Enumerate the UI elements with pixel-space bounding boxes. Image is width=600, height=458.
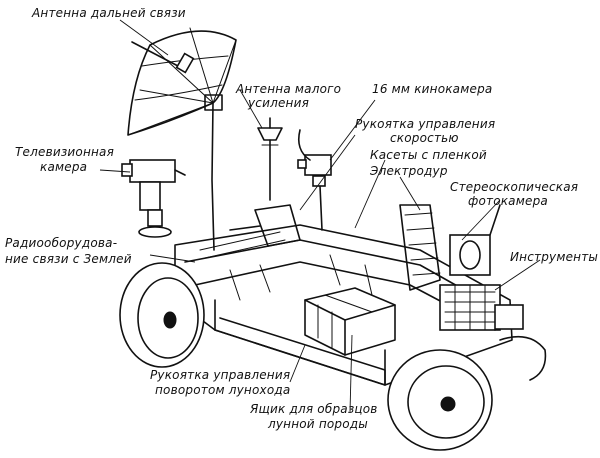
low-gain-antenna — [257, 117, 283, 201]
rear-right-wheel — [387, 349, 493, 451]
seat-frame — [229, 204, 441, 291]
label-film-cassettes: Касеты с пленкой — [370, 148, 487, 162]
rear-left-wheel — [499, 335, 547, 381]
tv-camera — [121, 159, 186, 238]
label-instruments: Инструменты — [510, 250, 599, 264]
leader-lines — [99, 19, 541, 413]
film-camera — [297, 129, 332, 231]
high-gain-antenna-dish — [127, 27, 237, 251]
label-sample-box-line2: лунной породы — [268, 417, 368, 431]
label-radio-equipment-line2: ние связи с Землей — [5, 252, 132, 266]
sample-box — [304, 287, 396, 356]
label-steering-handle-line1: Рукоятка управления — [150, 368, 291, 382]
label-sample-box-line1: Ящик для образцов — [250, 402, 378, 416]
label-tv-camera-line1: Телевизионная — [15, 145, 115, 159]
label-low-gain-antenna-line1: Антенна малого — [236, 82, 342, 96]
label-film-camera: 16 мм кинокамера — [372, 82, 493, 96]
label-low-gain-antenna-line2: усиления — [248, 96, 310, 110]
label-speed-handle-line1: Рукоятка управления — [355, 117, 496, 131]
label-high-gain-antenna: Антенна дальней связи — [32, 6, 186, 20]
label-stereo-camera-line1: Стереоскопическая — [450, 180, 579, 194]
rear-instrument-rack — [439, 204, 524, 331]
label-electric-drill: Электродур — [370, 164, 448, 178]
label-radio-equipment-line1: Радиооборудова- — [5, 236, 118, 250]
label-steering-handle-line2: поворотом лунохода — [155, 383, 291, 397]
label-tv-camera-line2: камера — [40, 160, 88, 174]
front-left-wheel — [119, 262, 205, 368]
label-stereo-camera-line2: фотокамера — [468, 194, 548, 208]
label-speed-handle-line2: скоростью — [390, 131, 459, 145]
